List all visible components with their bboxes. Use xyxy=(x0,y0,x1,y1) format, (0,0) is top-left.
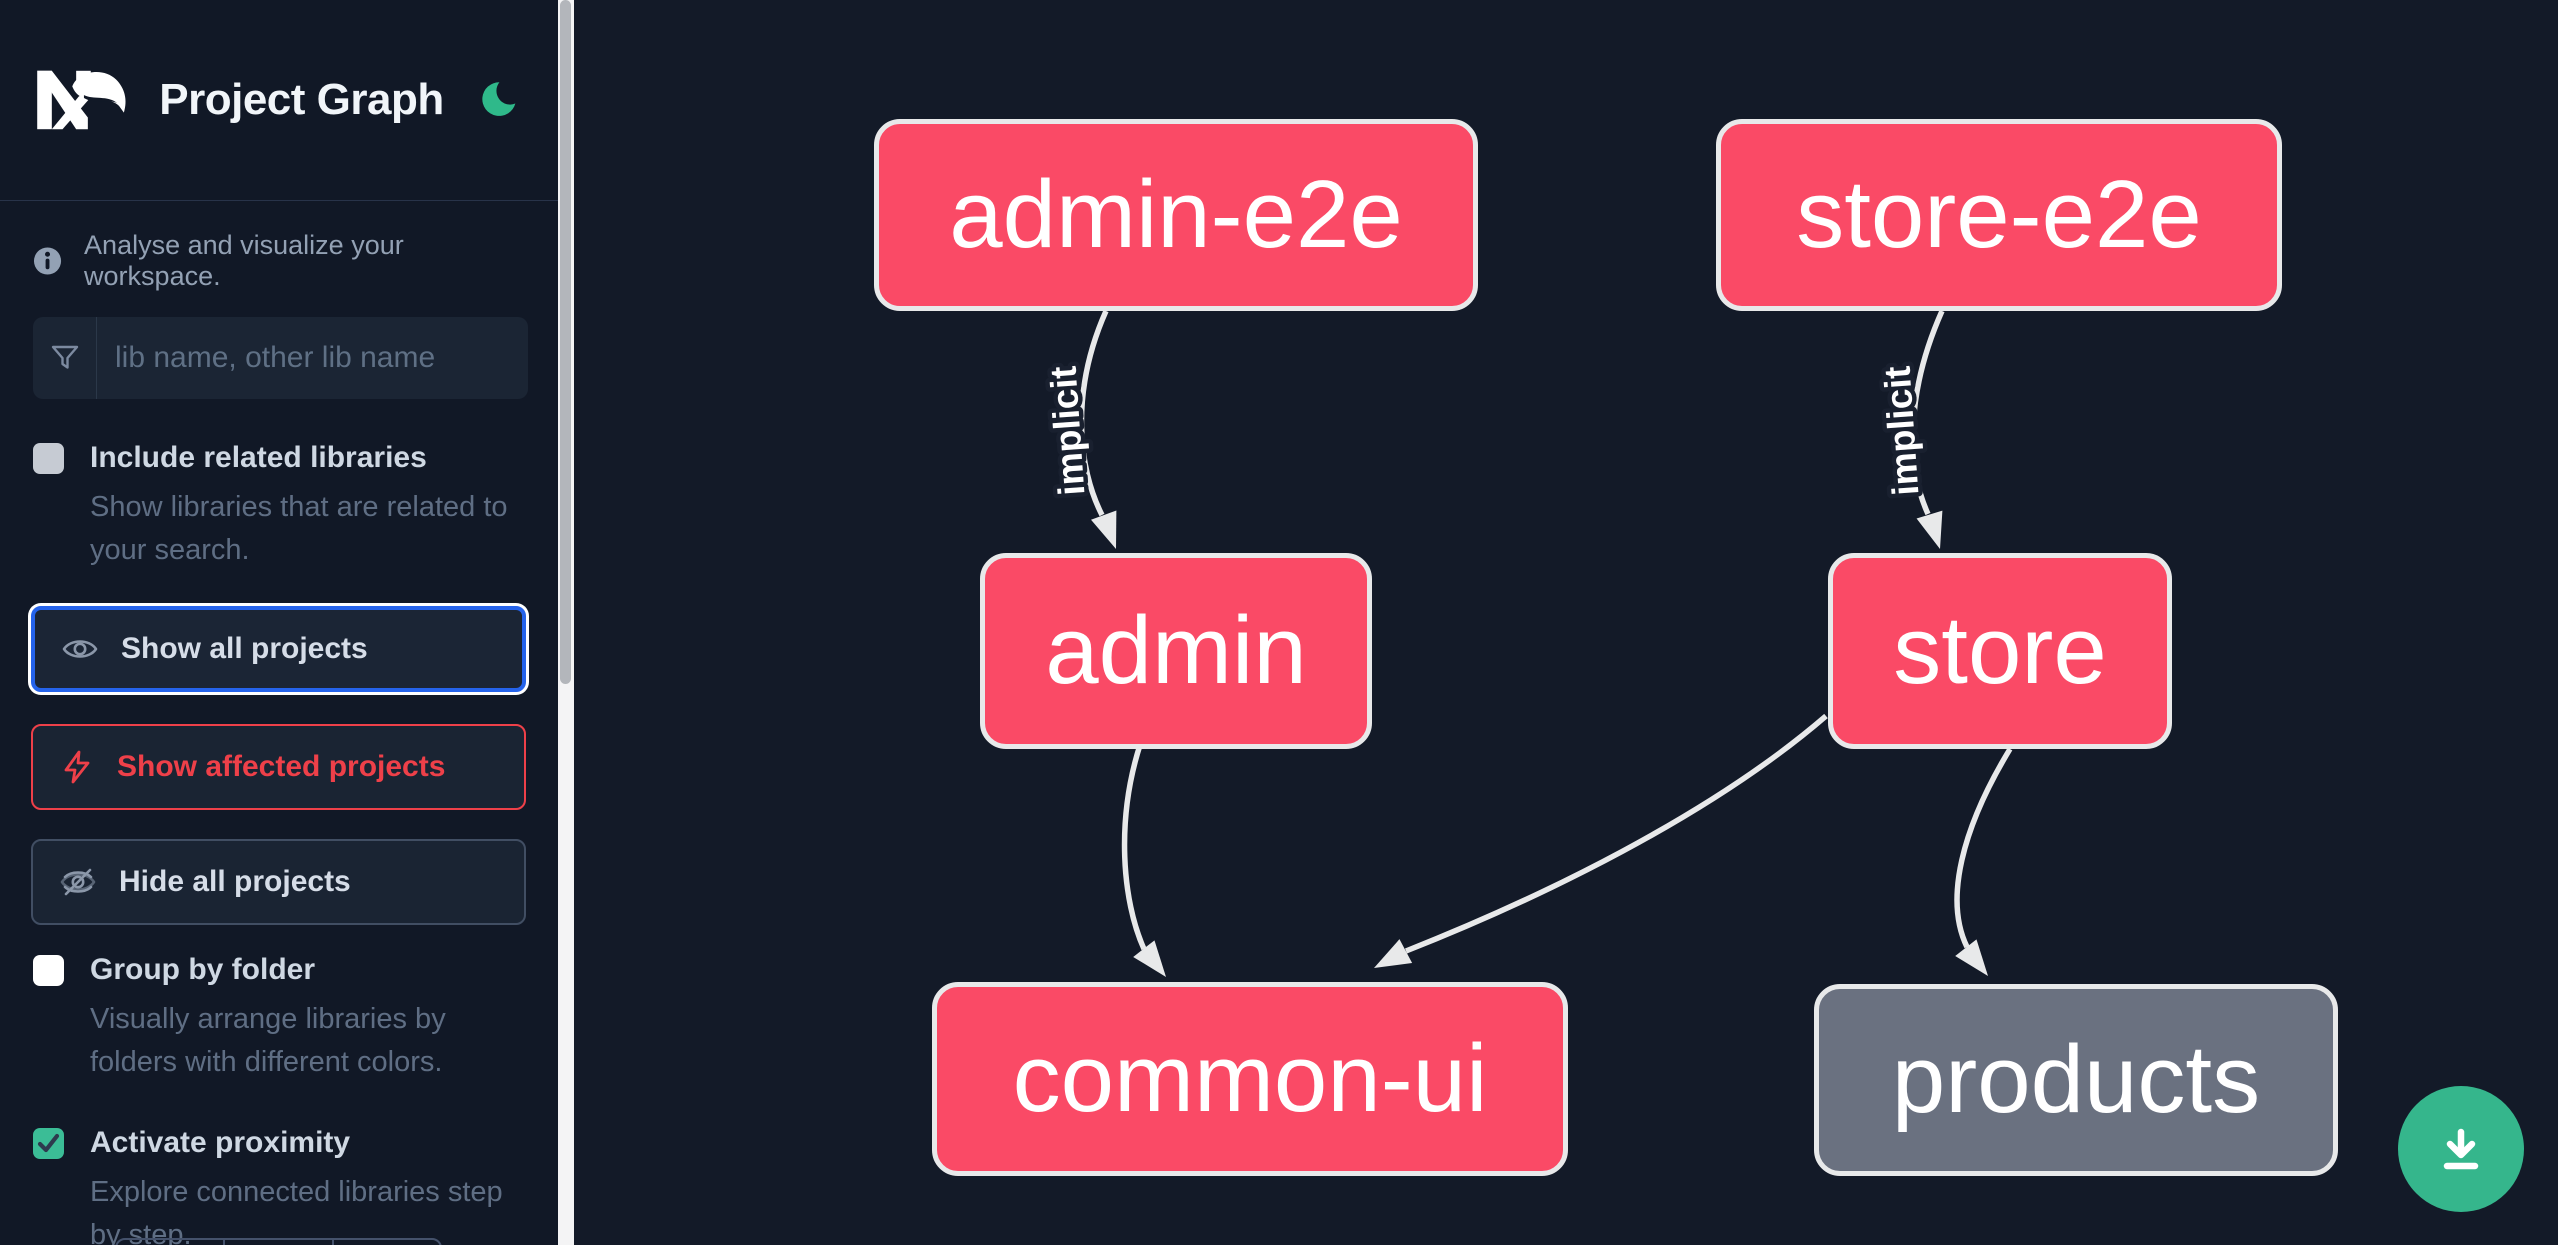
include-related-checkbox[interactable] xyxy=(33,443,64,474)
project-node-admin-e2e[interactable]: admin-e2e xyxy=(874,119,1478,311)
checkmark-icon xyxy=(37,1133,60,1153)
node-label: store-e2e xyxy=(1796,161,2202,268)
proximity-depth-control[interactable] xyxy=(115,1238,442,1245)
activate-proximity-checkbox[interactable] xyxy=(33,1128,64,1159)
node-label: store xyxy=(1893,597,2107,704)
group-by-folder-checkbox[interactable] xyxy=(33,955,64,986)
activate-proximity-description: Explore connected libraries step by step… xyxy=(90,1176,503,1245)
project-node-products[interactable]: products xyxy=(1814,984,2338,1176)
theme-toggle-button[interactable] xyxy=(472,77,518,123)
download-icon xyxy=(2443,1128,2479,1170)
toggle-include-related: Include related libraries Show libraries… xyxy=(33,440,533,572)
proximity-increment-segment[interactable] xyxy=(334,1240,440,1245)
show-all-projects-button[interactable]: Show all projects xyxy=(31,606,526,692)
header-divider xyxy=(0,200,558,201)
activate-proximity-label: Activate proximity xyxy=(90,1126,351,1159)
download-graph-button[interactable] xyxy=(2398,1086,2524,1212)
node-label: admin xyxy=(1045,597,1307,704)
moon-icon xyxy=(482,82,516,116)
project-node-store[interactable]: store xyxy=(1828,553,2172,749)
show-affected-projects-label: Show affected projects xyxy=(117,750,446,783)
node-label: admin-e2e xyxy=(949,161,1403,268)
show-all-projects-label: Show all projects xyxy=(121,632,368,665)
filter-icon xyxy=(33,317,97,399)
workspace-tagline-row: Analyse and visualize your workspace. xyxy=(33,230,533,292)
info-icon xyxy=(33,247,62,275)
group-by-folder-description: Visually arrange libraries by folders wi… xyxy=(90,1003,446,1078)
toggle-activate-proximity: Activate proximity Explore connected lib… xyxy=(33,1125,533,1245)
sidebar-scrollbar-track[interactable] xyxy=(558,0,574,1245)
include-related-label: Include related libraries xyxy=(90,441,427,474)
show-affected-projects-button[interactable]: Show affected projects xyxy=(31,724,526,810)
project-node-admin[interactable]: admin xyxy=(980,553,1372,749)
hide-all-projects-button[interactable]: Hide all projects xyxy=(31,839,526,925)
node-label: common-ui xyxy=(1012,1025,1488,1132)
sidebar: Project Graph Analyse and visualize your… xyxy=(0,0,558,1245)
search-box xyxy=(33,317,528,399)
eye-icon xyxy=(62,640,98,658)
page-title: Project Graph xyxy=(159,75,444,124)
proximity-decrement-segment[interactable] xyxy=(117,1240,226,1245)
toggle-group-by-folder: Group by folder Visually arrange librari… xyxy=(33,952,533,1084)
bolt-icon xyxy=(64,750,90,784)
project-node-store-e2e[interactable]: store-e2e xyxy=(1716,119,2282,311)
proximity-value-segment xyxy=(225,1240,334,1245)
group-by-folder-label: Group by folder xyxy=(90,953,315,986)
hide-all-projects-label: Hide all projects xyxy=(119,865,351,898)
project-node-common-ui[interactable]: common-ui xyxy=(932,982,1568,1176)
nx-logo xyxy=(37,70,126,130)
workspace-tagline: Analyse and visualize your workspace. xyxy=(84,230,404,291)
sidebar-header: Project Graph xyxy=(0,0,558,200)
search-input[interactable] xyxy=(97,317,528,399)
include-related-description: Show libraries that are related to your … xyxy=(90,491,508,566)
node-label: products xyxy=(1891,1026,2261,1133)
sidebar-scrollbar-thumb[interactable] xyxy=(560,0,571,684)
eye-off-icon xyxy=(60,868,96,896)
